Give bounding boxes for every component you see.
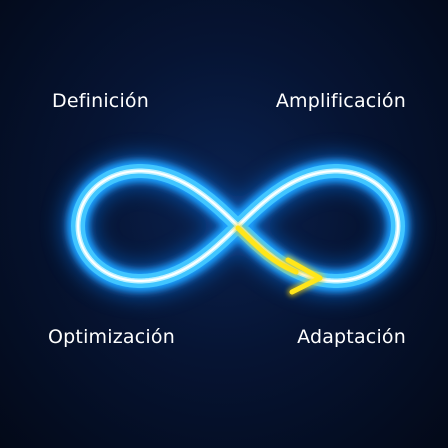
stage-label-amplificacion: Amplificación <box>275 90 406 112</box>
stage-label-definicion: Definición <box>52 90 149 112</box>
curved-arrow-icon <box>233 223 325 297</box>
stage-label-optimizacion: Optimización <box>48 326 175 348</box>
stage-label-adaptacion: Adaptación <box>297 326 406 348</box>
